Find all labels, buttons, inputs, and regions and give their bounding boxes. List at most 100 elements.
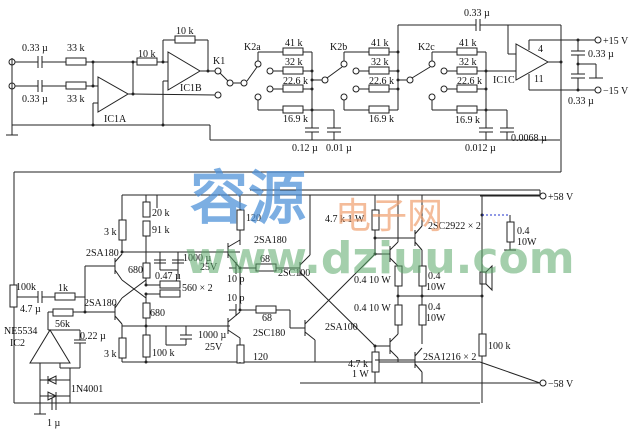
terminal-plus15v [594, 36, 602, 44]
res-label: 3 k [104, 227, 117, 238]
res-label: 10W [426, 282, 446, 293]
res-label: 32 k [459, 57, 477, 68]
terminal-plus58v [539, 192, 547, 200]
cap-label: 1 µ [47, 418, 61, 429]
res-label: 0.4 [428, 302, 441, 313]
opamp-ic1b [167, 51, 201, 91]
watermark-cn-primary: 容源 [190, 164, 306, 232]
res-label: 10W [426, 313, 446, 324]
watermark-cn-secondary: 电子网 [335, 196, 443, 237]
switch-k1-contact-b[interactable] [214, 91, 222, 99]
cap-label: 0.01 µ [326, 143, 352, 154]
ic2-name-label: NE5534 [4, 326, 37, 337]
res-label: 0.4 10 W [354, 275, 391, 286]
supply-plus58v-label: +58 V [548, 192, 574, 203]
res-label: 120 [253, 352, 268, 363]
filter-stage-c [406, 47, 516, 140]
ic1b-fb-res-label: 10 k [176, 26, 194, 37]
res-label: 100 k [152, 348, 175, 359]
switch-k2c-label: K2c [418, 42, 435, 53]
opamp-ic1c [515, 43, 550, 81]
diode-icon [46, 375, 57, 385]
res-label: 4.7 k [348, 359, 368, 370]
ic1b-label: IC1B [180, 83, 202, 94]
preamp-section [6, 35, 560, 141]
cap-label: 25V [200, 262, 218, 273]
supply-minus15v-label: −15 V [603, 86, 629, 97]
res-label: 1 W [352, 369, 369, 380]
ic1a-label: IC1A [104, 114, 127, 125]
transistor-label: 2SA180 [84, 298, 117, 309]
res-label: 68 [262, 313, 272, 324]
cap-label: 0.12 µ [292, 143, 318, 154]
pin-label: 11 [534, 74, 544, 85]
res-label: 22.6 k [369, 76, 394, 87]
switch-k2a-label: K2a [244, 42, 261, 53]
res-label: 0.4 [428, 271, 441, 282]
cap-label: 0.22 µ [80, 331, 106, 342]
cap-label-2: 0.33 µ [22, 94, 48, 105]
res-label: 68 [260, 254, 270, 265]
res-label: 100 k [488, 341, 511, 352]
ic2-label: IC2 [10, 338, 25, 349]
terminal-minus58v [539, 379, 547, 387]
res-label: 3 k [104, 349, 117, 360]
res-label: 4.7 k 1 W [325, 214, 365, 225]
cap-label: 0.33 µ [568, 96, 594, 107]
resistor-33k-2 [65, 81, 87, 90]
watermark-url: www.dziuu.com [185, 233, 575, 284]
supply-minus58v-label: −58 V [548, 379, 574, 390]
switch-k1-contact-a[interactable] [214, 67, 222, 75]
fb-cap-label: 0.33 µ [464, 8, 490, 19]
res-label: 16.9 k [455, 115, 480, 126]
res-label: 16.9 k [369, 114, 394, 125]
transistor-label: 2SC100 [278, 268, 310, 279]
cap-label: 1000 µ [198, 330, 227, 341]
res-label-1: 33 k [67, 43, 85, 54]
res-label: 22.6 k [457, 76, 482, 87]
cap-label: 0.33 µ [588, 49, 614, 60]
pin-label: 4 [538, 44, 543, 55]
volume-pot[interactable] [9, 284, 18, 308]
cap-label: 10 p [227, 293, 245, 304]
filter-stage-a [246, 47, 341, 140]
res-label: 22.6 k [283, 76, 308, 87]
res-label: 1k [58, 283, 68, 294]
pot-label: 100k [16, 282, 36, 293]
res-label-2: 33 k [67, 94, 85, 105]
cap-label: 0.012 µ [465, 143, 496, 154]
transistor-label: 2SA100 [325, 322, 358, 333]
opamp-ic1c-block [14, 19, 603, 173]
opamp-ic2 [29, 329, 71, 364]
res-label: 32 k [285, 57, 303, 68]
cap-label: 4.7 µ [20, 304, 41, 315]
res-label: 560 × 2 [182, 283, 213, 294]
opamp-ic1a [97, 76, 129, 113]
res-label: 41 k [285, 38, 303, 49]
res-label: 0.4 10 W [354, 303, 391, 314]
filter-stage-b [321, 24, 470, 114]
resistor-33k-1 [65, 57, 87, 66]
transistor-label: 2SA180 [254, 235, 287, 246]
transistor-label: 2SC180 [253, 328, 285, 339]
cap-label: 0.47 µ [155, 271, 181, 282]
diode-label: 1N4001 [71, 384, 103, 395]
cap-label: 1000 µ [183, 253, 212, 264]
switch-k1-common[interactable] [226, 79, 234, 87]
transistor-label: 2SA1216 × 2 [423, 352, 476, 363]
cap-label: 10 p [227, 274, 245, 285]
res-label: 56k [55, 319, 70, 330]
res-label: 680 [128, 265, 143, 276]
transistor-label: 2SA180 [86, 248, 119, 259]
supply-plus15v-label: +15 V [603, 36, 629, 47]
cap-label: 0.0068 µ [511, 133, 547, 144]
res-label: 91 k [152, 225, 170, 236]
switch-k1-label: K1 [213, 56, 225, 67]
res-label: 0.4 [517, 226, 530, 237]
ic1c-label: IC1C [493, 75, 515, 86]
cap-label: 25V [205, 342, 223, 353]
res-label: 32 k [371, 57, 389, 68]
res-label: 41 k [459, 38, 477, 49]
res-label: 120 [246, 213, 261, 224]
